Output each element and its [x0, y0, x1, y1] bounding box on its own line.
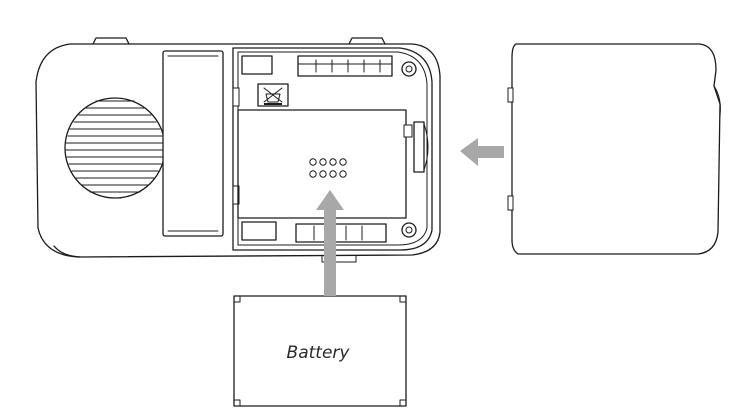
- speaker-grille: [64, 97, 166, 199]
- battery-direction-arrow: [316, 190, 344, 296]
- battery: [233, 295, 407, 407]
- belt-clip-slot: [162, 50, 224, 237]
- battery-label: Battery: [287, 343, 351, 363]
- battery-compartment: [232, 47, 433, 251]
- cover-direction-arrow: [460, 138, 504, 166]
- battery-cover: [507, 43, 721, 255]
